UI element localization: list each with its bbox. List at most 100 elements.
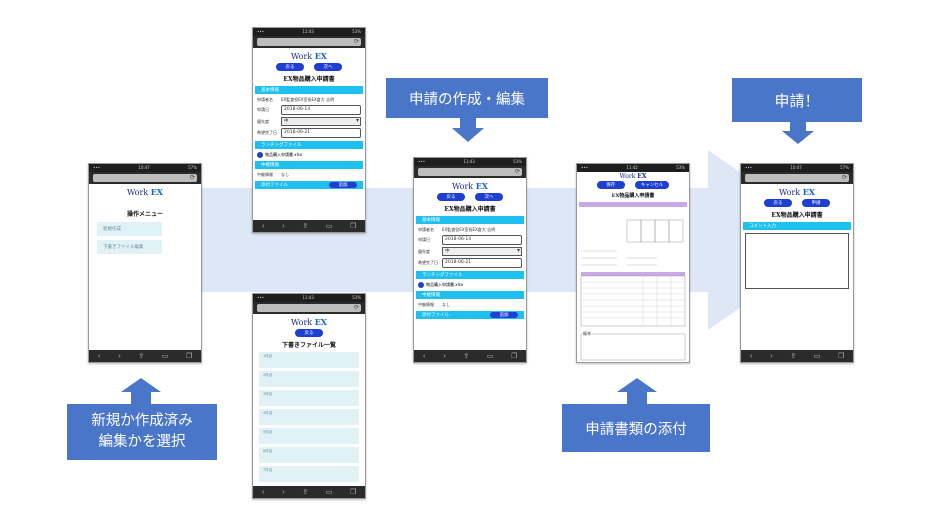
callout-create: 申請の作成・編集 bbox=[386, 78, 548, 118]
section-add-file: 添付ファイル 追加 bbox=[255, 181, 363, 189]
spreadsheet-preview bbox=[580, 219, 686, 361]
url-field[interactable]: ⟳ bbox=[257, 304, 361, 312]
share-icon[interactable]: ⇪ bbox=[138, 352, 145, 360]
priority-select[interactable]: 中 bbox=[442, 247, 522, 256]
section-attachment: ランチングファイル bbox=[255, 141, 363, 149]
apply-button[interactable]: 申請 bbox=[802, 199, 830, 207]
section-comment: コメント入力 bbox=[743, 222, 851, 230]
add-file-button[interactable]: 追加 bbox=[490, 312, 518, 318]
tabs-icon[interactable]: ❐ bbox=[349, 488, 357, 496]
forward-nav-icon[interactable]: › bbox=[282, 222, 285, 230]
share-icon[interactable]: ⇪ bbox=[302, 488, 309, 496]
sheet-header-band bbox=[579, 202, 687, 207]
file-item[interactable]: 物品購入申請書.xlsx bbox=[418, 282, 522, 288]
applicant-value: EX監査役EX室長EX倉大 吉明 bbox=[442, 227, 496, 232]
forward-nav-icon[interactable]: › bbox=[282, 488, 285, 496]
date-field[interactable]: 2018-06-14 bbox=[281, 105, 361, 115]
cancel-button[interactable]: キャンセル bbox=[634, 181, 670, 189]
forward-nav-icon[interactable]: › bbox=[118, 352, 121, 360]
back-nav-icon[interactable]: ‹ bbox=[422, 352, 426, 360]
back-button[interactable]: 戻る bbox=[437, 193, 465, 201]
callout-select: 新規か作成済み 編集かを選択 bbox=[67, 404, 217, 460]
form-title: EX物品購入申請書 bbox=[283, 76, 335, 83]
back-nav-icon[interactable]: ‹ bbox=[97, 352, 101, 360]
next-button[interactable]: 次へ bbox=[314, 63, 342, 71]
menu-title: 操作メニュー bbox=[126, 211, 163, 218]
app-logo: Work EX bbox=[778, 187, 816, 197]
app-logo: Work EX bbox=[290, 51, 328, 61]
file-item[interactable]: 物品購入申請書.xlsx bbox=[257, 152, 361, 158]
section-basic: 基本情報 bbox=[255, 86, 363, 94]
url-field[interactable]: ⟳ bbox=[418, 168, 522, 176]
remarks-label: 備考 bbox=[583, 331, 591, 336]
draft-item[interactable]: 5件目 bbox=[259, 428, 359, 444]
forward-nav-icon[interactable]: › bbox=[770, 352, 773, 360]
reload-icon[interactable]: ⟳ bbox=[514, 168, 520, 175]
section-add-file: 添付ファイル 追加 bbox=[416, 311, 524, 319]
draft-item[interactable]: 3件目 bbox=[259, 390, 359, 406]
applicant-value: EX監査役EX室長EX倉大 吉明 bbox=[281, 97, 335, 102]
callout-attach: 申請書類の添付 bbox=[562, 404, 710, 452]
back-nav-icon[interactable]: ‹ bbox=[749, 352, 753, 360]
back-button[interactable]: 戻る bbox=[295, 329, 323, 337]
draft-item[interactable]: 6件目 bbox=[259, 447, 359, 463]
due-date-field[interactable]: 2018-06-21 bbox=[281, 128, 361, 138]
priority-select[interactable]: 中 bbox=[281, 117, 361, 126]
app-logo: Work EX bbox=[451, 181, 489, 191]
draft-item[interactable]: 4件目 bbox=[259, 409, 359, 425]
app-logo: Work EX bbox=[290, 317, 328, 327]
back-nav-icon[interactable]: ‹ bbox=[261, 488, 265, 496]
share-icon[interactable]: ⇪ bbox=[463, 352, 470, 360]
callout-submit: 申請！ bbox=[732, 78, 862, 122]
tabs-icon[interactable]: ❐ bbox=[185, 352, 193, 360]
menu-item-new[interactable]: 新規作成 bbox=[97, 222, 162, 236]
share-icon[interactable]: ⇪ bbox=[302, 222, 309, 230]
back-button[interactable]: 戻る bbox=[764, 199, 792, 207]
reload-icon[interactable]: ⟳ bbox=[353, 304, 359, 311]
section-middle: 中継情報 bbox=[255, 161, 363, 169]
bookmarks-icon[interactable]: ▭ bbox=[325, 488, 333, 496]
bookmarks-icon[interactable]: ▭ bbox=[325, 222, 333, 230]
menu-item-drafts[interactable]: 下書きファイル編集 bbox=[97, 240, 162, 254]
forward-nav-icon[interactable]: › bbox=[443, 352, 446, 360]
section-basic: 基本情報 bbox=[416, 216, 524, 224]
tabs-icon[interactable]: ❐ bbox=[349, 222, 357, 230]
back-nav-icon[interactable]: ‹ bbox=[261, 222, 265, 230]
draft-item[interactable]: 2件目 bbox=[259, 371, 359, 387]
reload-icon[interactable]: ⟳ bbox=[841, 174, 847, 181]
back-button[interactable]: 戻る bbox=[276, 63, 304, 71]
bookmarks-icon[interactable]: ▭ bbox=[486, 352, 494, 360]
app-logo: Work EX bbox=[126, 187, 164, 197]
url-field[interactable]: ⟳ bbox=[93, 174, 197, 182]
form-title: EX物品購入申請書 bbox=[444, 206, 496, 213]
draft-item[interactable]: 1件目 bbox=[259, 352, 359, 368]
url-field[interactable]: ⟳ bbox=[745, 174, 849, 182]
reload-icon[interactable]: ⟳ bbox=[353, 38, 359, 45]
share-icon[interactable]: ⇪ bbox=[790, 352, 797, 360]
save-button[interactable]: 保存 bbox=[596, 181, 625, 189]
comment-textarea[interactable] bbox=[745, 233, 849, 289]
draft-item[interactable]: 7件目 bbox=[259, 466, 359, 482]
callout-submit-arrow bbox=[782, 122, 814, 144]
next-button[interactable]: 次へ bbox=[475, 193, 503, 201]
tabs-icon[interactable]: ❐ bbox=[510, 352, 518, 360]
bookmarks-icon[interactable]: ▭ bbox=[161, 352, 169, 360]
bookmarks-icon[interactable]: ▭ bbox=[813, 352, 821, 360]
due-date-field[interactable]: 2018-06-21 bbox=[442, 258, 522, 268]
drafts-title: 下書きファイル一覧 bbox=[281, 342, 336, 349]
callout-attach-arrow bbox=[617, 378, 657, 404]
callout-create-arrow bbox=[452, 118, 484, 142]
add-file-button[interactable]: 追加 bbox=[329, 182, 357, 188]
url-field[interactable]: ⟳ bbox=[257, 38, 361, 46]
date-field[interactable]: 2018-06-14 bbox=[442, 235, 522, 245]
reload-icon[interactable]: ⟳ bbox=[189, 174, 195, 181]
file-icon bbox=[418, 282, 424, 288]
app-logo: Work EX bbox=[619, 173, 647, 180]
tabs-icon[interactable]: ❐ bbox=[837, 352, 845, 360]
